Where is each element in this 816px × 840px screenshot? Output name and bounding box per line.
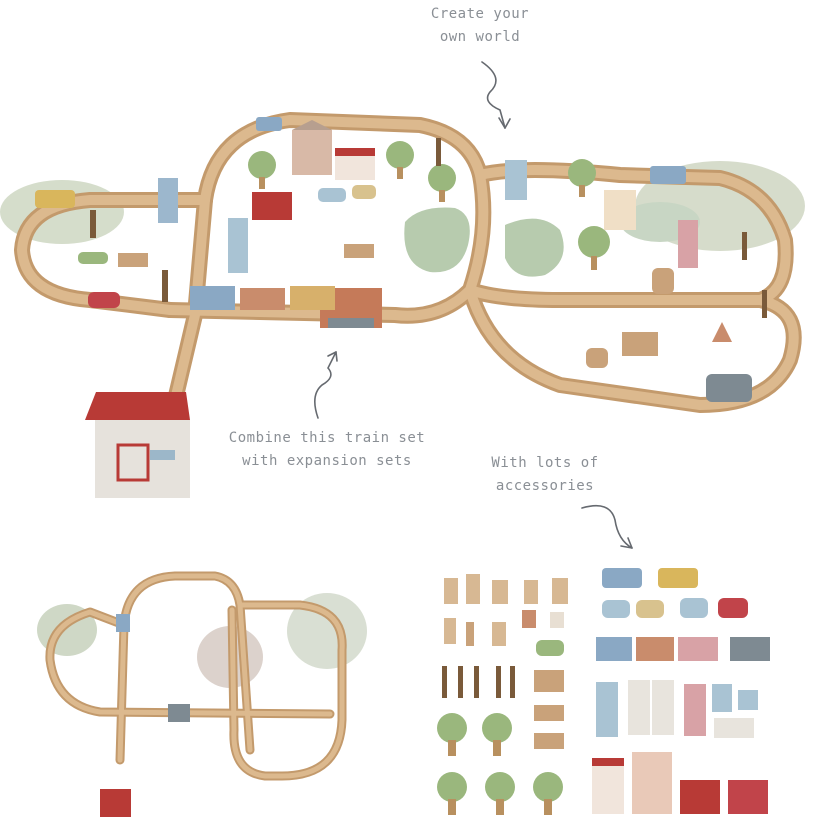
assembled-train-set <box>0 112 805 498</box>
caption-line: With lots of <box>491 455 599 471</box>
signal-block <box>116 614 130 632</box>
arrow-world-head <box>498 117 511 129</box>
shed-block <box>100 789 131 817</box>
caption-line: Create your <box>430 6 530 22</box>
caption-lots-of-accessories: With lots of accessories <box>470 452 620 498</box>
caption-line: with expansion sets <box>242 453 412 469</box>
trees <box>248 141 610 270</box>
track-layout <box>37 571 367 817</box>
caption-combine-expansion-sets: Combine this train set with expansion se… <box>224 427 430 473</box>
caption-line: accessories <box>495 478 595 494</box>
train-shed <box>85 392 190 498</box>
arrow-accessories-head <box>620 537 633 549</box>
arrow-combine <box>314 351 337 419</box>
arrow-combine-head <box>327 351 338 362</box>
vehicles <box>35 117 752 402</box>
park-mat <box>404 207 470 273</box>
caption-line: Combine this train set <box>228 430 426 446</box>
accessories-scattered <box>78 138 767 368</box>
arrow-world <box>481 61 506 129</box>
caption-create-your-own-world: Create your own world <box>400 3 560 49</box>
crossing-block <box>168 704 190 722</box>
park-mat <box>505 218 564 277</box>
caption-line: own world <box>439 29 521 45</box>
arrow-accessories <box>581 504 633 549</box>
accessories-grid <box>437 568 770 815</box>
